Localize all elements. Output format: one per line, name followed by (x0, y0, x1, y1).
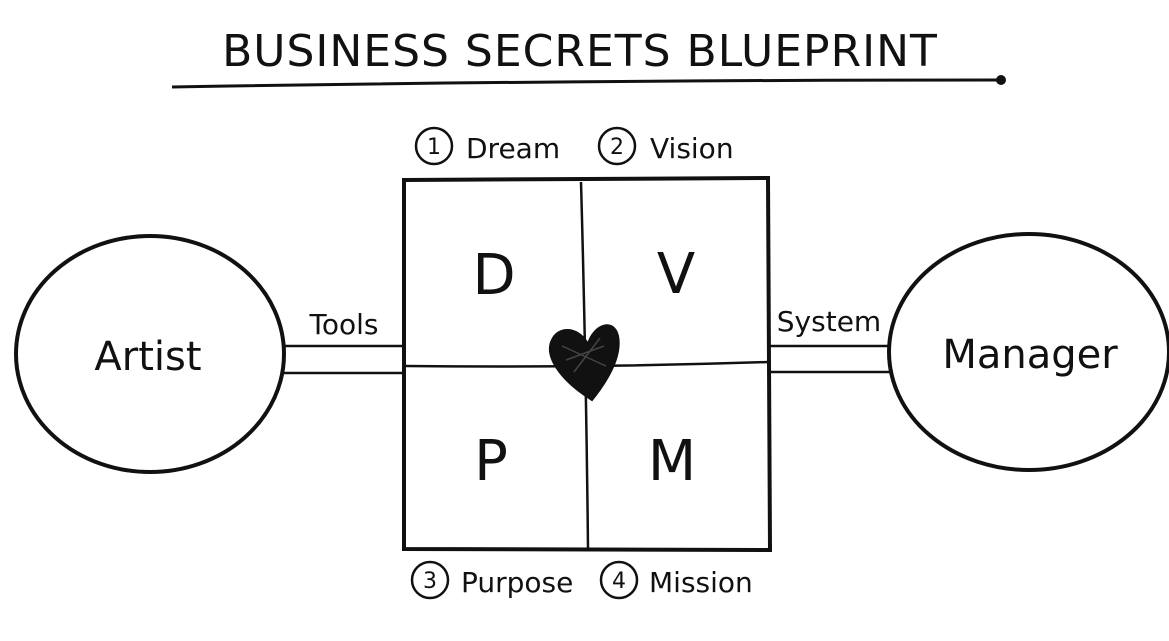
stage-label-vision: 2 Vision (597, 126, 734, 166)
stage-label: Dream (466, 132, 560, 165)
grid-frame (402, 175, 773, 553)
stage-number-circle (597, 126, 637, 166)
system-connector: System (770, 305, 893, 374)
stage-label: Mission (649, 566, 753, 599)
diagram-title: BUSINESS SECRETS BLUEPRINT (222, 26, 938, 77)
quadrant-letter-dream: D (472, 243, 515, 308)
stage-number: 1 (427, 135, 441, 160)
stage-number-circle (414, 126, 454, 166)
stage-number: 2 (610, 135, 624, 160)
manager-circle (887, 232, 1169, 472)
manager-label: Manager (942, 332, 1118, 378)
stage-number-circle (599, 560, 639, 600)
manager-node: Manager (887, 232, 1169, 472)
stage-label-purpose: 3 Purpose (410, 560, 573, 600)
system-label: System (777, 305, 881, 338)
stage-label: Purpose (461, 566, 573, 599)
quadrant-letter-vision: V (657, 242, 695, 307)
quadrant-letter-mission: M (648, 429, 696, 494)
quadrant-letter-purpose: P (474, 429, 508, 494)
artist-circle (14, 234, 286, 474)
stage-number: 3 (423, 569, 437, 594)
artist-label: Artist (94, 334, 201, 380)
title-underline-dot (996, 75, 1006, 85)
stage-number: 4 (612, 569, 626, 594)
heart-icon (549, 324, 620, 402)
title-underline (171, 78, 1001, 89)
artist-node: Artist (14, 234, 286, 474)
stage-label-mission: 4 Mission (599, 560, 753, 600)
stage-number-circle (410, 560, 450, 600)
stage-label: Vision (650, 132, 734, 165)
tools-label: Tools (309, 308, 379, 341)
tools-connector: Tools (284, 308, 404, 375)
stage-label-dream: 1 Dream (414, 126, 560, 166)
